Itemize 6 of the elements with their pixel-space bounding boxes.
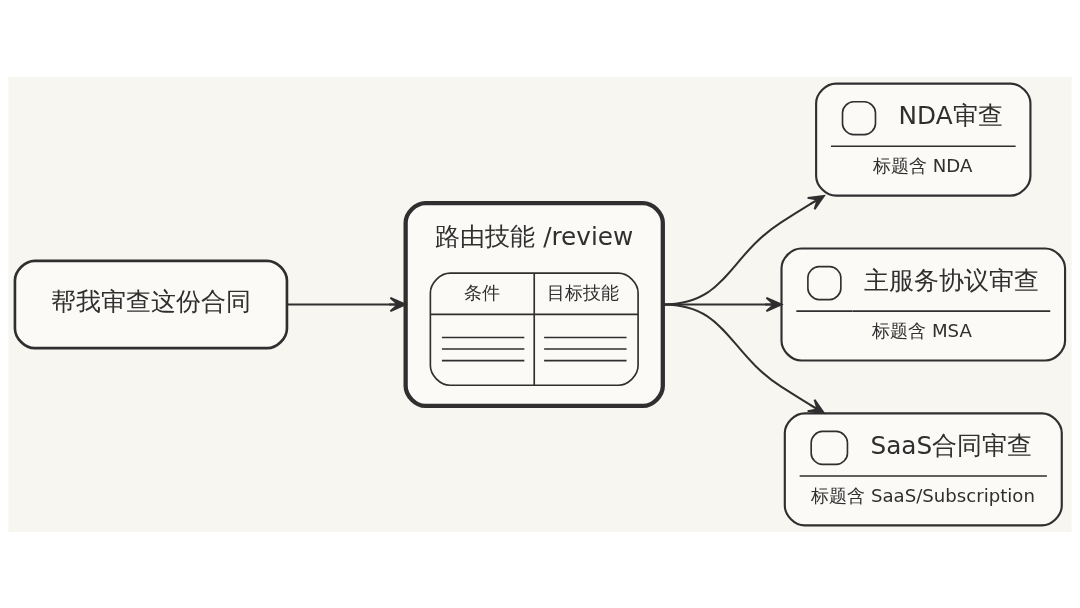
node-box: NDA审查 标题含 NDA bbox=[815, 82, 1032, 197]
node-box: 路由技能 /review 条件 目标技能 bbox=[403, 200, 665, 408]
node-box: 主服务协议审查 标题含 MSA bbox=[780, 246, 1067, 362]
node-box: 帮我审查这份合同 bbox=[13, 259, 289, 349]
node-box: SaaS合同审查 标题含 SaaS/Subscription bbox=[783, 411, 1063, 526]
arrow bbox=[286, 296, 407, 312]
